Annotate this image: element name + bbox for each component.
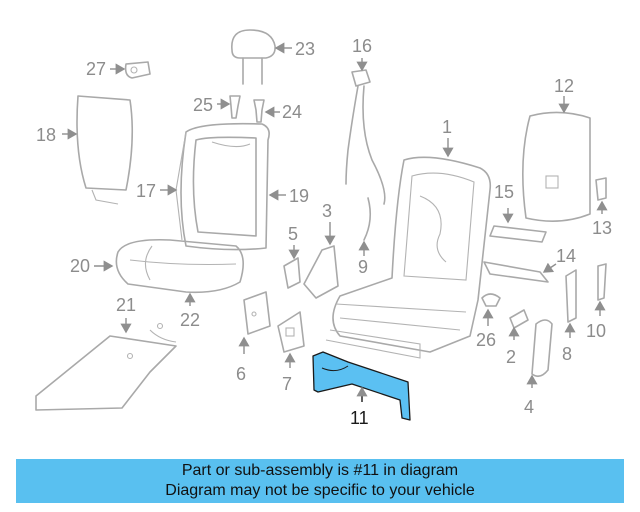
part-17-19-seat-back <box>175 122 270 251</box>
callout-10: 10 <box>586 321 606 341</box>
part-7-bracket <box>277 311 305 353</box>
part-18-back-panel <box>76 95 134 205</box>
part-23-headrest <box>231 29 276 85</box>
part-3-shield <box>303 245 339 299</box>
callout-21: 21 <box>116 295 136 315</box>
callout-22: 22 <box>180 310 200 330</box>
part-8-bracket <box>565 269 577 323</box>
part-25-guide <box>229 95 241 119</box>
callout-26: 26 <box>476 330 496 350</box>
callout-15: 15 <box>494 182 514 202</box>
callout-4: 4 <box>524 397 534 417</box>
callout-2: 2 <box>506 347 516 367</box>
callout-17: 17 <box>136 181 156 201</box>
part-26-knob <box>481 293 501 307</box>
callout-5: 5 <box>288 224 298 244</box>
callout-16: 16 <box>352 36 372 56</box>
part-13-clip <box>595 177 607 201</box>
part-11-panel-highlighted <box>312 351 411 421</box>
info-banner: Part or sub-assembly is #11 in diagram D… <box>16 459 624 503</box>
banner-line-2: Diagram may not be specific to your vehi… <box>165 482 475 499</box>
callout-3: 3 <box>322 201 332 221</box>
highlight-panel <box>312 351 411 421</box>
part-20-cushion <box>115 238 244 294</box>
part-2-clip <box>509 309 529 329</box>
seat-parts-diagram: 23 27 16 25 24 18 17 19 <box>35 29 612 428</box>
banner-line-1: Part or sub-assembly is #11 in diagram <box>181 462 459 479</box>
part-27-clip <box>124 61 151 79</box>
part-12-rear-panel <box>522 111 591 222</box>
part-14-rail <box>483 261 549 283</box>
callout-1: 1 <box>442 117 452 137</box>
callout-12: 12 <box>554 76 574 96</box>
callout-20: 20 <box>70 256 90 276</box>
callout-27: 27 <box>86 59 106 79</box>
part-24-guide <box>253 99 265 123</box>
part-15-hinge <box>489 225 547 243</box>
callout-7: 7 <box>282 374 292 394</box>
callout-6: 6 <box>236 364 246 384</box>
callout-11: 11 <box>350 408 369 428</box>
callout-13: 13 <box>592 218 612 238</box>
callout-9: 9 <box>358 257 368 277</box>
part-4-trim <box>531 319 553 378</box>
callout-8: 8 <box>562 344 572 364</box>
part-1-seat-frame <box>325 156 492 359</box>
part-6-plate <box>243 291 271 335</box>
part-5-latch <box>283 257 301 289</box>
part-21-mat <box>35 322 177 411</box>
part-10-strip <box>597 263 607 301</box>
callout-18: 18 <box>36 125 56 145</box>
callout-25: 25 <box>193 95 213 115</box>
callout-19: 19 <box>289 186 309 206</box>
callout-14: 14 <box>556 246 576 266</box>
part-9-strap <box>363 197 372 241</box>
callout-23: 23 <box>295 39 315 59</box>
part-16-cable <box>345 69 386 205</box>
callout-24: 24 <box>282 102 302 122</box>
